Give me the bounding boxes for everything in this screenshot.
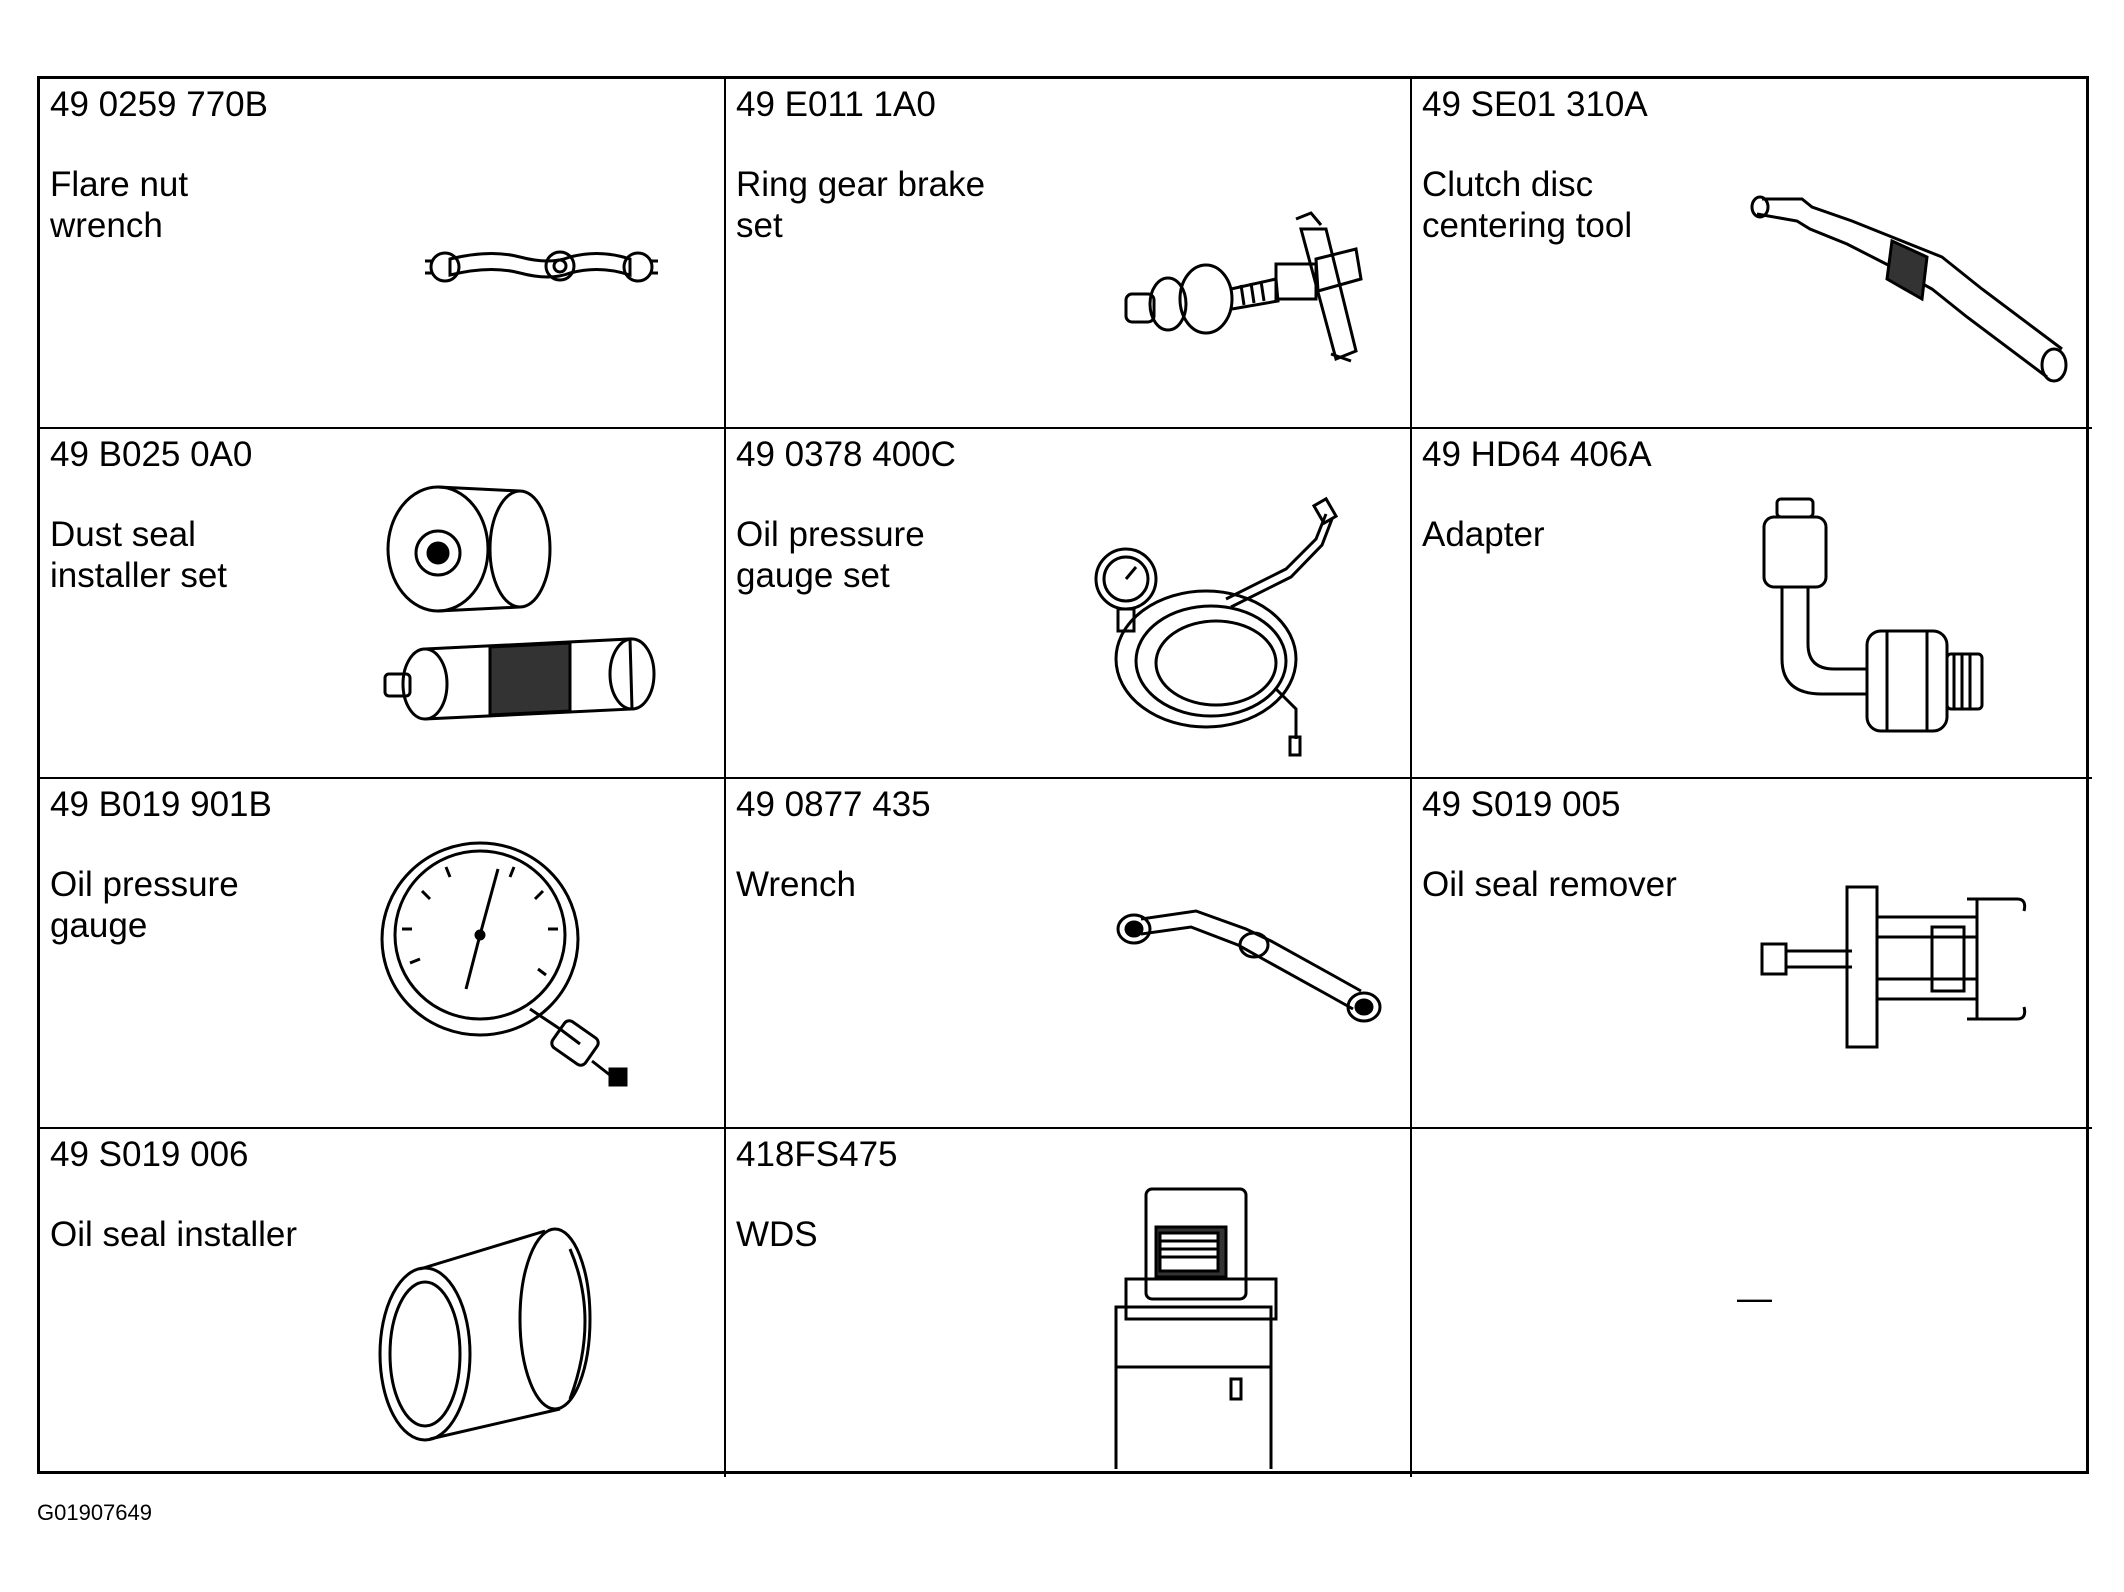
tool-code: 49 B025 0A0	[50, 435, 253, 474]
tool-cell: 49 HD64 406A Adapter	[1412, 429, 2092, 779]
figure-id: G01907649	[37, 1500, 152, 1525]
tool-code: 49 B019 901B	[50, 785, 272, 824]
tool-cell: 49 E011 1A0 Ring gear brake set	[726, 79, 1412, 429]
wds-cart-icon	[1056, 1179, 1396, 1469]
flare-nut-wrench-icon	[370, 129, 710, 419]
tool-name: Oil pressure gauge	[50, 865, 239, 945]
tool-cell: 49 SE01 310A Clutch disc centering tool	[1412, 79, 2092, 429]
tool-name: Ring gear brake set	[736, 165, 986, 245]
oil-pressure-gauge-set-icon	[1056, 479, 1396, 769]
oil-pressure-gauge-icon	[370, 829, 710, 1119]
wrench-icon	[1056, 829, 1396, 1119]
tool-name: Wrench	[736, 865, 856, 904]
tool-code: 49 S019 006	[50, 1135, 249, 1174]
tool-cell: 49 B019 901B Oil pressure gauge	[40, 779, 726, 1129]
tool-code: 49 S019 005	[1422, 785, 1621, 824]
tool-cell: 49 S019 006 Oil seal installer	[40, 1129, 726, 1477]
tool-cell: 418FS475 WDS	[726, 1129, 1412, 1477]
tool-code: 49 SE01 310A	[1422, 85, 1648, 124]
tool-name: Oil seal remover	[1422, 865, 1677, 904]
tool-code: 49 0259 770B	[50, 85, 268, 124]
tool-name: Flare nut wrench	[50, 165, 189, 245]
tool-code: 418FS475	[736, 1135, 898, 1174]
tool-name: Oil pressure gauge set	[736, 515, 925, 595]
special-tools-table: 49 0259 770B Flare nut wrench 49 E011 1A…	[37, 76, 2092, 1477]
clutch-centering-tool-icon	[1742, 129, 2082, 419]
tool-cell: 49 0259 770B Flare nut wrench	[40, 79, 726, 429]
oil-seal-installer-icon	[370, 1179, 710, 1469]
tool-cell-empty: —	[1412, 1129, 2092, 1477]
tool-cell: 49 0378 400C Oil pressure gauge set	[726, 429, 1412, 779]
tool-name: Adapter	[1422, 515, 1545, 554]
tool-code: 49 HD64 406A	[1422, 435, 1652, 474]
oil-seal-remover-icon	[1742, 829, 2082, 1119]
tool-cell: 49 0877 435 Wrench	[726, 779, 1412, 1129]
tool-name: Dust seal installer set	[50, 515, 228, 595]
empty-dash: —	[1737, 1279, 1772, 1318]
ring-gear-brake-icon	[1056, 129, 1396, 419]
tool-name: WDS	[736, 1215, 818, 1254]
tool-code: 49 E011 1A0	[736, 85, 936, 124]
tool-cell: 49 S019 005 Oil seal remover	[1412, 779, 2092, 1129]
tool-code: 49 0877 435	[736, 785, 931, 824]
tool-name: Clutch disc centering tool	[1422, 165, 1633, 245]
adapter-icon	[1742, 479, 2082, 769]
dust-seal-installer-icon	[370, 479, 710, 769]
tool-cell: 49 B025 0A0 Dust seal installer set	[40, 429, 726, 779]
tool-code: 49 0378 400C	[736, 435, 956, 474]
tool-name: Oil seal installer	[50, 1215, 298, 1254]
